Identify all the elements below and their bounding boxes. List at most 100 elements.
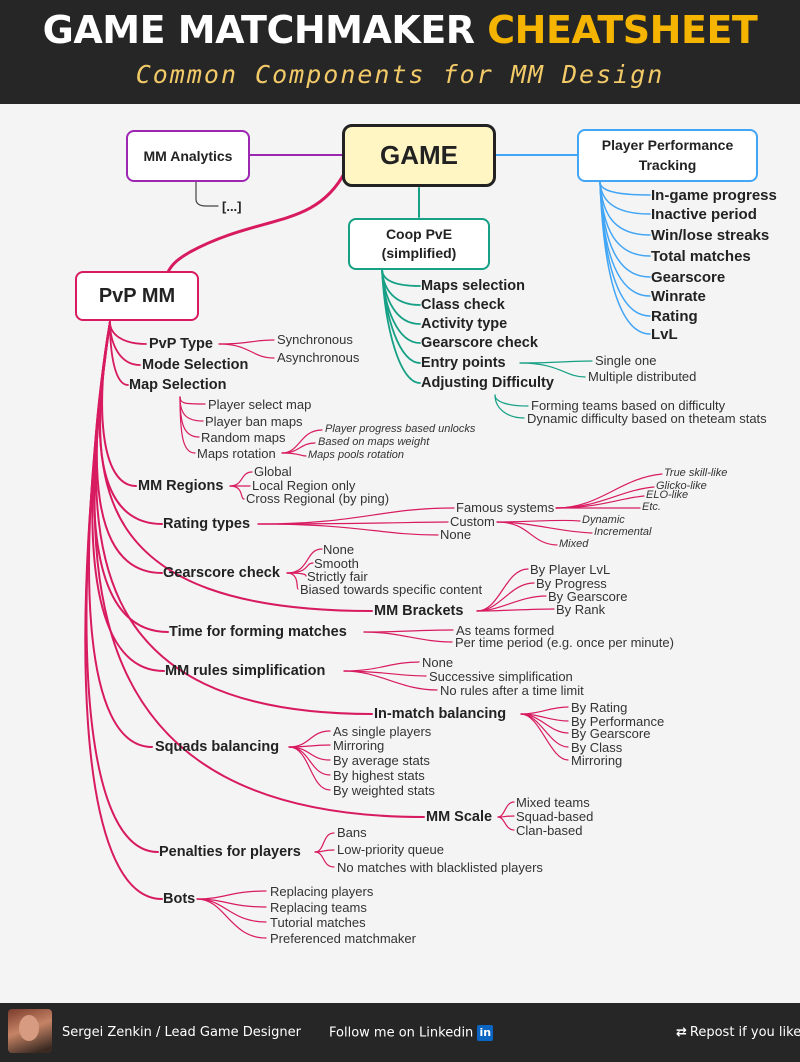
map-option: Player ban maps	[205, 414, 303, 429]
entry-point-option: Single one	[595, 353, 657, 368]
coop-item: Gearscore check	[421, 335, 538, 351]
game-node: GAME	[342, 124, 496, 187]
sub-link	[288, 746, 331, 776]
perf-item: Win/lose streaks	[651, 227, 770, 244]
sub-link	[229, 485, 245, 500]
follow-text: Follow me on Linkedin	[329, 1025, 474, 1041]
rules-option: Successive simplification	[429, 669, 573, 684]
bots-option: Replacing teams	[270, 900, 367, 915]
mm-brackets-label: MM Brackets	[374, 603, 464, 619]
custom-system: Dynamic	[582, 514, 625, 526]
coop-link	[519, 360, 593, 364]
sub-link	[218, 339, 275, 345]
in-match-option: By Rating	[571, 700, 628, 715]
sub-link	[314, 851, 335, 868]
squads-option: By average stats	[333, 753, 430, 768]
coop-item: Class check	[421, 297, 505, 313]
sub-link	[196, 898, 267, 923]
coop-item: Activity type	[421, 316, 508, 332]
squads-option: Mirroring	[333, 738, 385, 753]
entry-point-option: Multiple distributed	[588, 369, 697, 384]
in-match-option: By Class	[571, 740, 623, 755]
sub-link	[363, 631, 453, 643]
sub-link	[497, 816, 515, 831]
pvp-link	[109, 321, 129, 386]
time-option: As teams formed	[456, 623, 555, 638]
sub-link	[286, 572, 299, 590]
title-main: GAME MATCHMAKER	[42, 8, 475, 52]
mm-scale-label: MM Scale	[426, 809, 493, 825]
rules-simplification-label: MM rules simplification	[165, 663, 326, 679]
perf-link	[599, 181, 651, 297]
page-title: GAME MATCHMAKER CHEATSHEET	[0, 8, 800, 52]
time-forming-label: Time for forming matches	[169, 624, 347, 640]
sub-link	[286, 572, 307, 577]
sub-link	[179, 396, 204, 422]
perf-item: Gearscore	[651, 269, 726, 286]
gear-option: Smooth	[314, 556, 359, 571]
squads-balancing-label: Squads balancing	[155, 739, 280, 755]
famous-system: Glicko-like	[656, 480, 707, 492]
map-option: Random maps	[201, 430, 286, 445]
map-selection-label: Map Selection	[129, 377, 227, 393]
sub-link	[496, 519, 581, 523]
pvp-link	[109, 321, 147, 345]
mm-analytics-node: MM Analytics	[126, 130, 250, 182]
in-match-option: By Performance	[571, 714, 665, 729]
sub-link	[179, 396, 206, 405]
author-avatar	[8, 1009, 52, 1053]
gear-option: None	[323, 542, 355, 557]
bots-label: Bots	[163, 891, 196, 907]
sub-link	[257, 523, 439, 536]
bots-option: Tutorial matches	[270, 915, 366, 930]
sub-link	[520, 713, 569, 761]
sub-link	[497, 801, 515, 818]
sub-link	[476, 582, 535, 612]
scale-option: Squad-based	[516, 809, 594, 824]
coop-item: Entry points	[421, 355, 506, 371]
sub-link	[520, 706, 569, 715]
rating-option: None	[440, 527, 472, 542]
player-performance-node: Player Performance Tracking	[577, 129, 758, 182]
rotation-option: Player progress based unlocks	[325, 423, 476, 435]
pvp-mm-node: PvP MM	[75, 271, 199, 321]
sub-link	[196, 890, 267, 900]
sub-link	[218, 343, 275, 359]
rating-types-label: Rating types	[163, 516, 251, 532]
mind-map: GAME MM Analytics [...] Coop PvE (simpli…	[0, 104, 800, 1003]
rules-option: No rules after a time limit	[440, 683, 584, 698]
sub-link	[496, 521, 558, 546]
bracket-option: By Progress	[536, 576, 607, 591]
perf-item: LvL	[651, 326, 678, 343]
sub-link	[281, 452, 307, 457]
coop-pve-node: Coop PvE (simplified)	[348, 218, 490, 270]
squads-option: As single players	[333, 724, 432, 739]
repost-link[interactable]: ⇄Repost if you like!	[676, 1025, 800, 1040]
coop-link	[381, 268, 421, 384]
region-option: Global	[254, 464, 292, 479]
coop-link	[381, 268, 421, 287]
perf-item: Total matches	[651, 248, 751, 265]
difficulty-option: Dynamic difficulty based on theteam stat…	[527, 411, 767, 426]
sub-link	[363, 629, 454, 633]
bots-option: Replacing players	[270, 884, 374, 899]
penalty-option: No matches with blacklisted players	[337, 860, 543, 875]
penalty-option: Low-priority queue	[337, 842, 444, 857]
penalty-option: Bans	[337, 825, 367, 840]
pvp-type-label: PvP Type	[149, 336, 213, 352]
gearscore-check-label: Gearscore check	[163, 565, 280, 581]
author-credit: Sergei Zenkin / Lead Game Designer	[62, 1025, 301, 1040]
custom-system: Mixed	[559, 538, 589, 550]
famous-system: Etc.	[642, 501, 661, 513]
coop-link	[494, 394, 525, 419]
sub-link	[314, 832, 335, 853]
perf-item: Rating	[651, 308, 698, 325]
map-option: Maps rotation	[197, 446, 276, 461]
perf-link	[599, 181, 651, 335]
title-accent: CHEATSHEET	[487, 8, 758, 52]
map-option: Player select map	[208, 397, 312, 412]
famous-system: ELO-like	[646, 489, 689, 501]
squads-option: By weighted stats	[333, 783, 435, 798]
mode-selection-label: Mode Selection	[142, 357, 249, 373]
